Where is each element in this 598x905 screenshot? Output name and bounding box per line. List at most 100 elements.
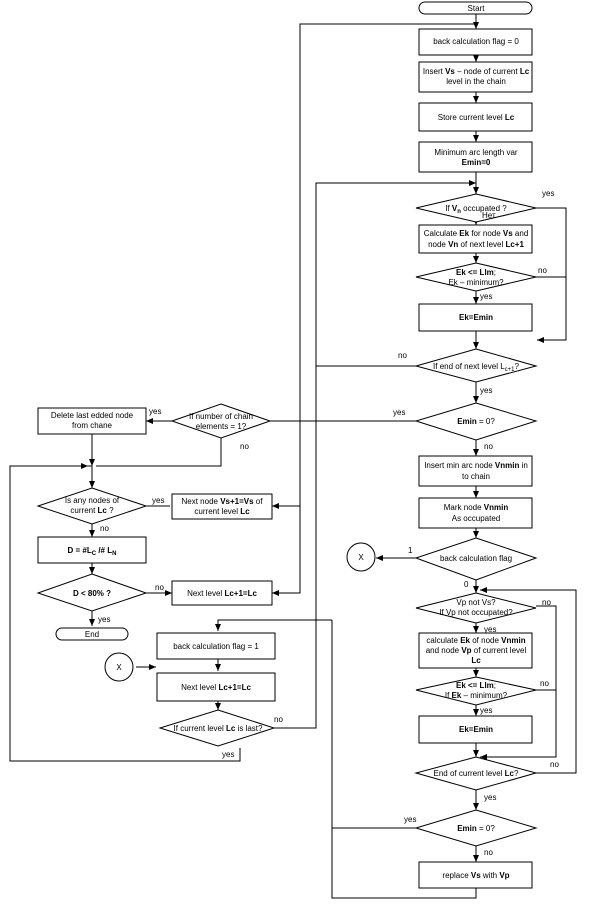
connector-x-left: X [104, 652, 134, 682]
svg-text:current Lc ?: current Lc ? [70, 506, 114, 515]
svg-text:As occupated: As occupated [452, 514, 500, 523]
svg-text:X: X [116, 663, 122, 672]
svg-text:Store current level Lc: Store current level Lc [438, 113, 515, 122]
svg-text:Mark node Vnmin: Mark node Vnmin [444, 503, 509, 512]
svg-text:back calculation flag = 0: back calculation flag = 0 [433, 37, 519, 46]
svg-text:Delete last edded node: Delete last edded node [51, 411, 134, 420]
svg-text:If Ek – minimum?: If Ek – minimum? [445, 691, 508, 700]
svg-text:no: no [240, 442, 249, 451]
svg-text:yes: yes [222, 750, 234, 759]
svg-text:elements = 1?: elements = 1? [196, 422, 247, 431]
svg-text:no: no [155, 583, 164, 592]
step-next-level-2: Next level Lc+1=Lc [156, 672, 276, 702]
step-insert-vs: Insert Vs – node of current Lc level in … [418, 61, 533, 93]
step-d-formula: D = #LC /# LN [37, 536, 147, 564]
step-next-level: Next level Lc+1=Lc [171, 580, 273, 606]
svg-text:If current level Lc is last?: If current level Lc is last? [174, 724, 263, 733]
step-next-node: Next node Vs+1=Vs of current level Lc [171, 493, 273, 520]
step-back-flag-0: back calculation flag = 0 [418, 28, 533, 56]
svg-text:Next level Lc+1=Lc: Next level Lc+1=Lc [187, 589, 257, 598]
svg-text:Calculate Ek for node Vs and: Calculate Ek for node Vs and [424, 229, 529, 238]
svg-text:0: 0 [464, 580, 469, 589]
decision-any-nodes: Is any nodes of current Lc ? [36, 487, 148, 525]
start-terminal: Start [418, 1, 533, 15]
svg-text:Lc: Lc [471, 656, 481, 665]
svg-text:1: 1 [408, 546, 413, 555]
decision-ek-lim: Ek <= Llm; Ek – minimum? [415, 262, 537, 292]
svg-text:Ek=Emin: Ek=Emin [459, 313, 493, 322]
decision-end-next-level: If end of next level Lc+1? [414, 348, 538, 383]
svg-text:no: no [542, 598, 551, 607]
svg-text:Insert min arc node Vnmin in: Insert min arc node Vnmin in [424, 461, 528, 470]
svg-text:Emin=0: Emin=0 [462, 158, 491, 167]
decision-vn-occupated: If Vn occupated ? [415, 193, 537, 223]
svg-text:X: X [358, 553, 364, 562]
svg-text:yes: yes [542, 189, 554, 198]
decision-emin-zero-2: Emin = 0? [414, 809, 538, 847]
svg-text:End of current level Lc?: End of current level Lc? [434, 769, 520, 778]
decision-chain-elements: If number of chain elements = 1? [170, 403, 272, 439]
svg-text:no: no [274, 715, 283, 724]
step-calc-ek-vnmin: calculate Ek of node Vnmin and node Vp o… [418, 632, 533, 669]
decision-d-80: D < 80% ? [36, 573, 148, 612]
svg-text:End: End [85, 630, 99, 639]
svg-text:yes: yes [484, 793, 496, 802]
svg-text:and node Vp of current level: and node Vp of current level [426, 646, 527, 655]
svg-text:Insert Vs – node of current Lc: Insert Vs – node of current Lc [423, 67, 530, 76]
step-replace-vs: replace Vs with Vp [418, 861, 533, 889]
svg-text:Vp not Vs?: Vp not Vs? [456, 598, 496, 607]
svg-text:node Vn of next level Lc+1: node Vn of next level Lc+1 [428, 240, 524, 249]
svg-text:no: no [398, 351, 407, 360]
decision-vp-not-vs: Vp not Vs? If Vp not occupated? [415, 592, 537, 624]
step-ek-emin-2: Ek=Emin [418, 715, 533, 744]
svg-text:yes: yes [149, 407, 161, 416]
svg-text:Next level Lc+1=Lc: Next level Lc+1=Lc [181, 683, 251, 692]
svg-text:Emin = 0?: Emin = 0? [457, 417, 495, 426]
svg-text:If end of next level Lc+1?: If end of next level Lc+1? [433, 362, 519, 373]
svg-text:to chain: to chain [462, 472, 490, 481]
connector-lines [9, 14, 577, 899]
decision-last-level: If current level Lc is last? [158, 709, 276, 747]
svg-text:no: no [484, 442, 493, 451]
svg-text:no: no [550, 760, 559, 769]
svg-text:no: no [484, 848, 493, 857]
svg-text:current level Lc: current level Lc [194, 507, 250, 516]
svg-text:level in the chain: level in the chain [446, 77, 506, 86]
svg-text:Minimum arc length var: Minimum arc length var [434, 148, 517, 157]
svg-text:Нет: Нет [482, 211, 496, 220]
svg-text:yes: yes [152, 496, 164, 505]
step-min-arc: Minimum arc length var Emin=0 [418, 141, 533, 173]
svg-text:yes: yes [484, 625, 496, 634]
svg-text:yes: yes [393, 408, 405, 417]
svg-text:Ek=Emin: Ek=Emin [459, 725, 493, 734]
svg-text:If number of chain: If number of chain [189, 412, 253, 421]
end-terminal: End [55, 627, 129, 641]
svg-text:Start: Start [468, 4, 486, 13]
svg-text:Next node Vs+1=Vs of: Next node Vs+1=Vs of [182, 497, 264, 506]
svg-text:D < 80% ?: D < 80% ? [73, 589, 111, 598]
svg-text:no: no [538, 266, 547, 275]
svg-text:yes: yes [480, 706, 492, 715]
svg-text:yes: yes [480, 386, 492, 395]
step-delete-node: Delete last edded node from chane [37, 407, 147, 435]
decision-emin-zero: Emin = 0? [414, 402, 538, 441]
svg-text:yes: yes [98, 615, 110, 624]
step-back-flag-1: back calculation flag = 1 [156, 632, 276, 660]
decision-back-flag: back calculation flag [414, 537, 538, 581]
svg-text:If Vn occupated ?: If Vn occupated ? [445, 204, 507, 215]
svg-text:Is any nodes of: Is any nodes of [65, 496, 120, 505]
step-store-level: Store current level Lc [418, 102, 533, 132]
connector-x-right: X [346, 542, 376, 572]
step-ek-emin: Ek=Emin [418, 303, 533, 332]
svg-text:D = #LC /# LN: D = #LC /# LN [68, 546, 117, 557]
svg-text:Ek – minimum?: Ek – minimum? [448, 278, 504, 287]
decision-ek-lim-2: Ek <= Llm; If Ek – minimum? [415, 676, 537, 706]
svg-text:back calculation flag = 1: back calculation flag = 1 [173, 642, 259, 651]
svg-text:Emin = 0?: Emin = 0? [457, 824, 495, 833]
svg-text:Ek <= Llm;: Ek <= Llm; [456, 268, 496, 277]
step-insert-min-arc: Insert min arc node Vnmin in to chain [418, 455, 533, 487]
svg-text:Ek <= Llm;: Ek <= Llm; [456, 681, 496, 690]
svg-text:replace Vs with Vp: replace Vs with Vp [442, 871, 509, 880]
decision-end-current-level: End of current level Lc? [414, 756, 538, 791]
